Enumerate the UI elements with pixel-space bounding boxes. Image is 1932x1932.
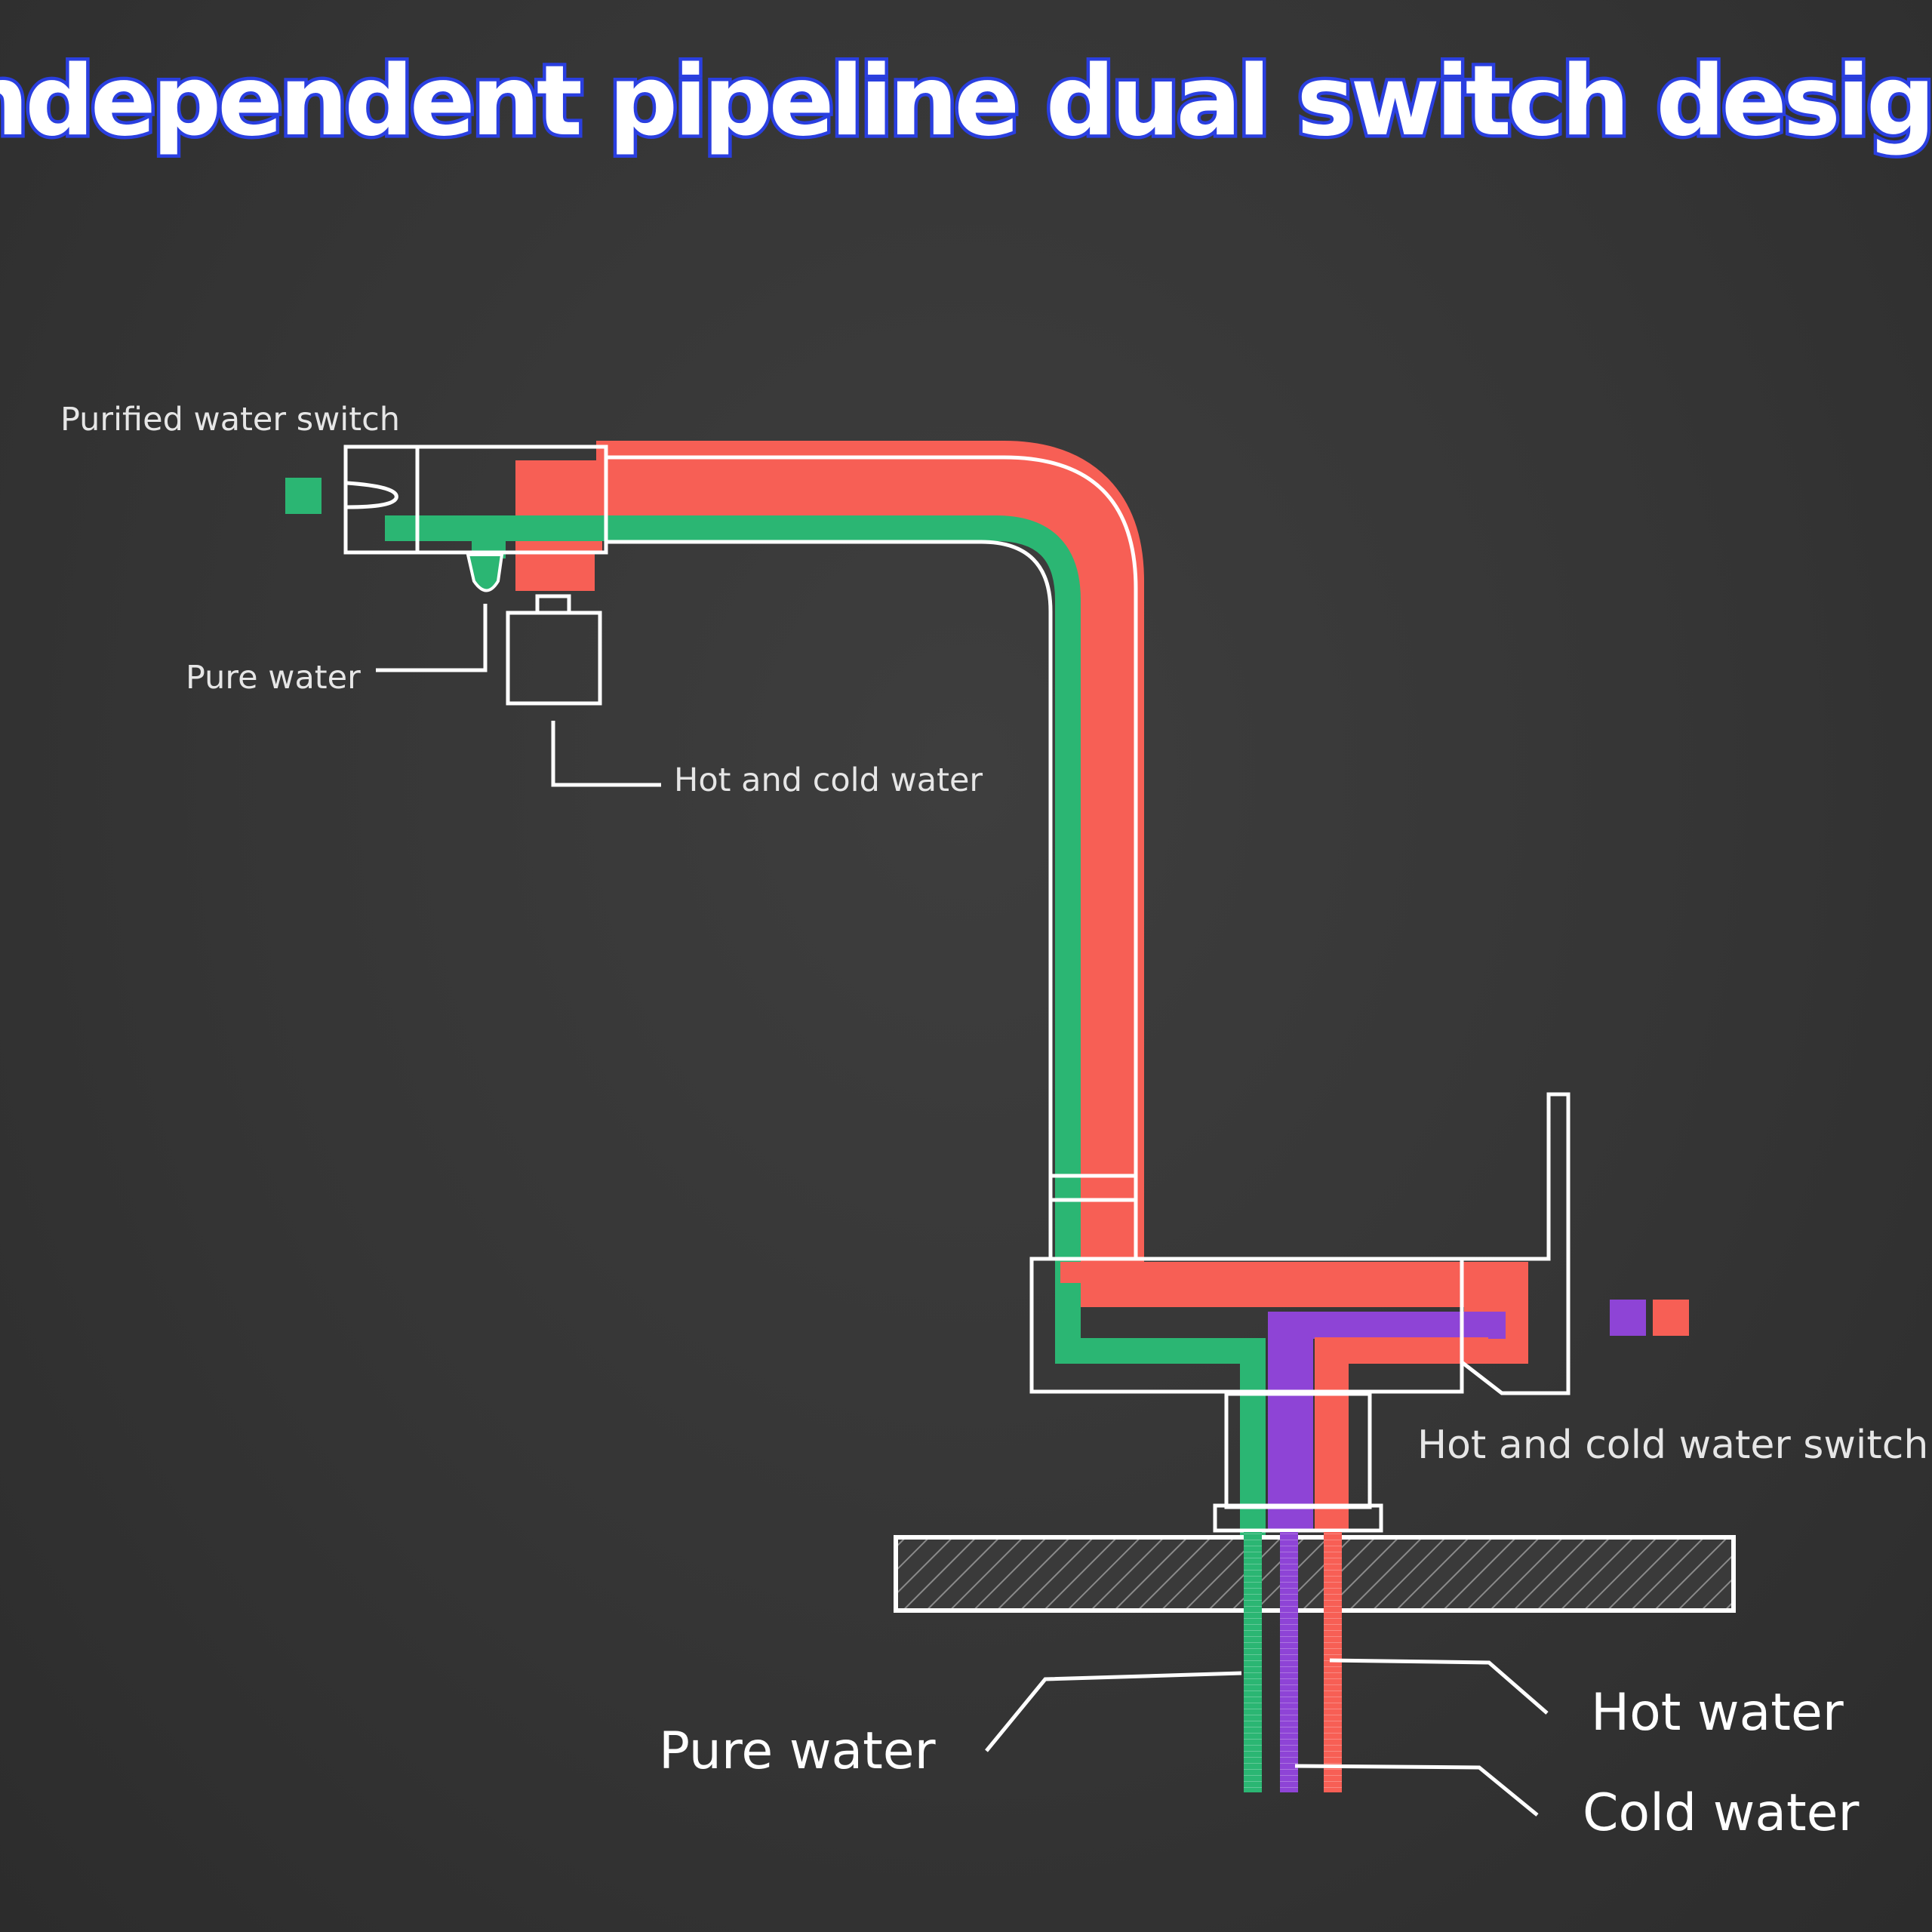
base-hot-riser — [1315, 1337, 1349, 1531]
pure-water-pipe — [385, 515, 1081, 1291]
countertop — [894, 1535, 1736, 1613]
faucet-base-body — [1029, 1257, 1464, 1394]
cold-water-inlet-label: Cold water — [1583, 1783, 1860, 1843]
cold-inlet-leader — [1294, 1764, 1539, 1817]
pure-water-swatch — [285, 478, 321, 514]
purified-switch-lever — [346, 481, 398, 509]
base-hot-channel — [1060, 1262, 1528, 1307]
faucet-outline — [343, 445, 1736, 1613]
spout-head-housing — [343, 445, 608, 555]
pure-outlet-leader — [376, 604, 488, 672]
hot-cold-outlet-label: Hot and cold water — [674, 761, 983, 799]
base-cold-riser — [1268, 1312, 1313, 1531]
faucet-flange — [1213, 1503, 1383, 1533]
hot-cold-switch-label: Hot and cold water switch — [1417, 1423, 1928, 1468]
hot-cold-outlet-leader — [551, 721, 661, 787]
hot-cold-aerator — [506, 611, 602, 706]
pipes — [385, 441, 1528, 1540]
supply-hoses — [1244, 1532, 1342, 1792]
base-hot-link — [1315, 1337, 1488, 1364]
hot-cold-spout-neck — [515, 549, 595, 591]
spout-body-outer — [606, 455, 1138, 1260]
spout-body-inner — [606, 540, 1053, 1260]
pure-water-nozzle — [466, 553, 504, 592]
aerator-connector — [535, 594, 571, 615]
hot-water-inlet-label: Hot water — [1591, 1683, 1844, 1743]
hot-cold-lever — [1460, 1092, 1571, 1395]
pure-inlet-leader — [985, 1671, 1242, 1752]
pure-water-outlet-label: Pure water — [186, 659, 361, 697]
hot-cold-pipe — [596, 441, 1144, 1287]
hot-inlet-leader — [1329, 1658, 1549, 1715]
cold-water-swatch — [1610, 1300, 1646, 1336]
purified-water-switch-label: Purified water switch — [60, 401, 400, 438]
leader-lines — [376, 604, 1549, 1817]
pure-water-inlet-label: Pure water — [659, 1721, 936, 1781]
page-title: Independent pipeline dual switch design — [0, 45, 1932, 158]
base-pure-channel — [1055, 1283, 1266, 1540]
hot-water-swatch — [1653, 1300, 1689, 1336]
